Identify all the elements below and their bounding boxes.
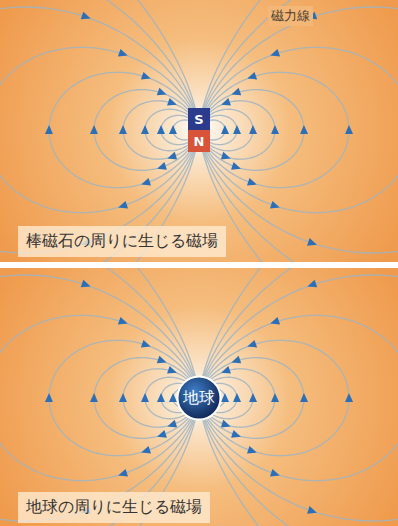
caption-band: 棒磁石の周りに生じる磁場	[18, 226, 226, 257]
field-line-label: 磁力線	[268, 6, 313, 26]
field-line	[202, 72, 349, 187]
field-line	[0, 0, 197, 262]
panel-ground	[0, 0, 398, 262]
field-arrow	[90, 125, 98, 134]
field-line	[204, 101, 275, 159]
magnet-pole: S	[188, 108, 210, 130]
field-line	[202, 47, 398, 212]
field-line	[200, 0, 398, 262]
field-line	[0, 315, 196, 480]
field-arrow	[300, 125, 308, 134]
field-arrow	[233, 125, 241, 134]
field-line	[0, 47, 196, 212]
field-arrow	[271, 125, 279, 134]
panel-ground	[0, 268, 398, 526]
field-line	[205, 109, 253, 151]
field-arrow	[270, 201, 281, 211]
field-arrow	[81, 12, 92, 22]
field-line	[49, 340, 196, 455]
field-arrow	[230, 356, 241, 366]
field-arrow	[300, 393, 308, 402]
field-arrow	[156, 162, 167, 172]
field-arrow	[169, 393, 177, 402]
field-arrow	[307, 506, 318, 516]
field-arrow	[157, 393, 165, 402]
field-arrow	[117, 469, 128, 479]
field-arrow	[247, 446, 258, 456]
field-arrow	[221, 393, 229, 402]
field-arrow	[307, 238, 318, 248]
field-line	[202, 340, 349, 455]
field-arrow	[271, 393, 279, 402]
field-arrow	[249, 393, 257, 402]
field-arrow	[247, 178, 258, 188]
field-arrow	[231, 162, 242, 172]
field-line	[201, 0, 398, 262]
node-text: N	[194, 134, 205, 149]
node-text: 地球	[183, 388, 215, 409]
field-line	[202, 315, 398, 480]
field-arrow	[157, 88, 168, 98]
field-arrow	[141, 72, 152, 82]
field-line	[94, 90, 195, 171]
field-arrow	[81, 280, 92, 290]
field-arrow	[306, 280, 317, 290]
field-arrow	[269, 317, 280, 327]
field-line	[49, 72, 196, 187]
node-text: S	[194, 112, 203, 127]
field-line	[201, 268, 398, 526]
field-line	[0, 268, 198, 526]
field-arrow	[119, 125, 127, 134]
field-arrow	[141, 393, 149, 402]
field-arrow	[246, 72, 257, 82]
field-arrow	[246, 340, 257, 350]
field-arrow	[230, 88, 241, 98]
field-line	[145, 109, 193, 151]
field-arrow	[221, 125, 229, 134]
field-line	[206, 115, 237, 144]
field-arrow	[157, 125, 165, 134]
field-arrow	[45, 125, 53, 134]
earth-circle: 地球	[176, 375, 222, 421]
field-arrow	[119, 393, 127, 402]
field-arrow	[269, 49, 280, 59]
field-arrow	[118, 317, 129, 327]
field-lines	[0, 268, 398, 526]
field-arrow	[231, 430, 242, 440]
field-arrow	[118, 49, 129, 59]
field-arrow	[233, 393, 241, 402]
field-arrow	[157, 356, 168, 366]
field-arrow	[169, 125, 177, 134]
field-line	[0, 0, 198, 262]
field-line	[123, 101, 194, 159]
field-lines	[0, 0, 398, 262]
caption-band: 地球の周りに生じる磁場	[18, 492, 210, 523]
field-arrow	[249, 125, 257, 134]
field-arrow	[45, 393, 53, 402]
field-arrow	[156, 430, 167, 440]
field-arrow	[141, 340, 152, 350]
field-arrow	[90, 393, 98, 402]
field-arrow	[140, 178, 151, 188]
magnet-pole: N	[188, 130, 210, 152]
field-arrow	[270, 469, 281, 479]
field-line	[0, 268, 197, 526]
field-arrow	[345, 393, 353, 402]
field-line	[200, 268, 398, 526]
field-line	[203, 90, 304, 171]
field-arrow	[117, 201, 128, 211]
field-arrow	[345, 125, 353, 134]
field-arrow	[141, 125, 149, 134]
field-arrow	[140, 446, 151, 456]
